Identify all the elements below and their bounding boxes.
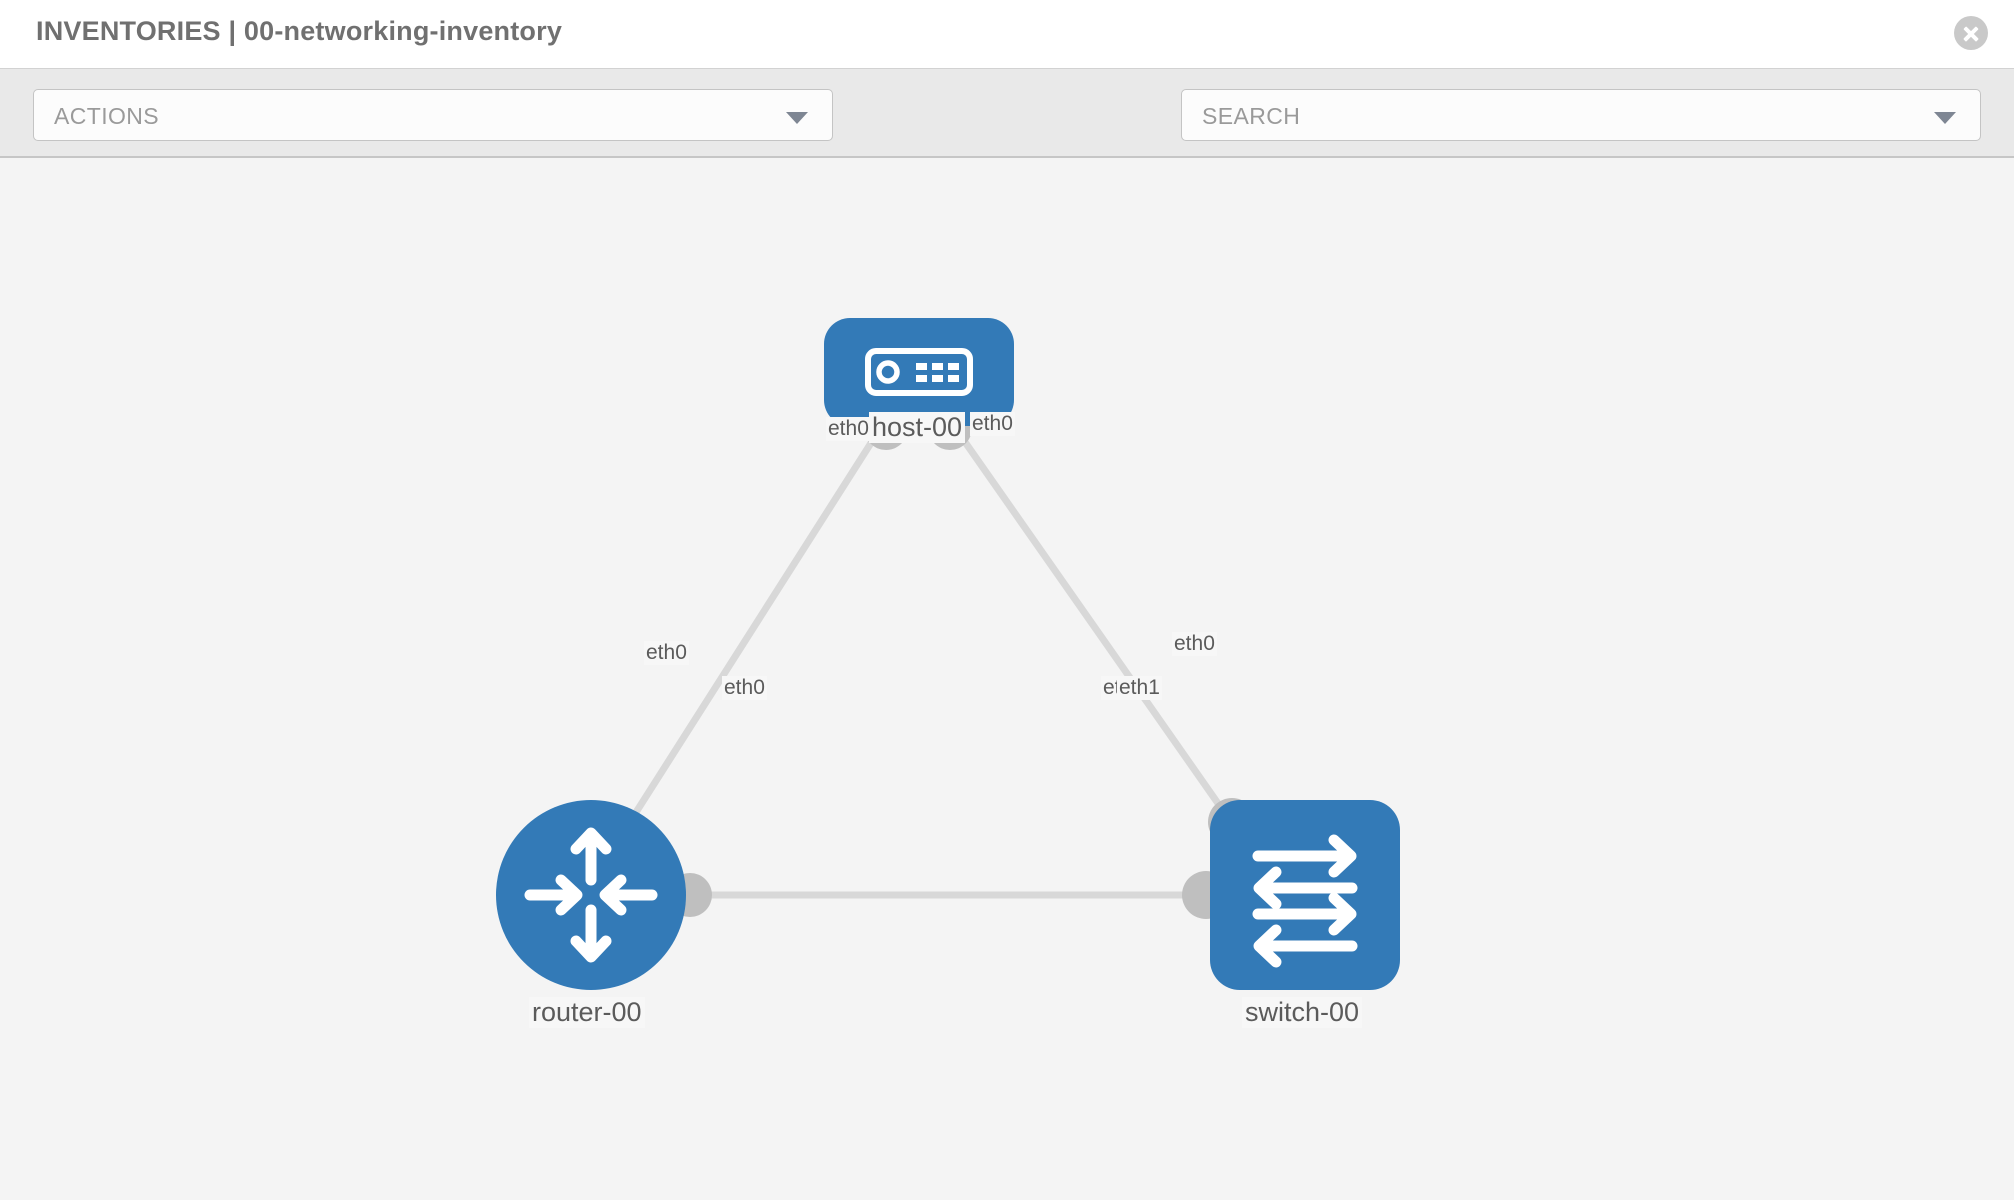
interface-label-switch-to-router-over: eth1 [1117,676,1162,700]
page-header: INVENTORIES | 00-networking-inventory [0,0,2014,68]
search-input[interactable]: SEARCH [1181,89,1981,141]
switch-icon [1252,834,1358,968]
node-router-00[interactable] [496,800,686,990]
topology-edges [609,406,1256,919]
interface-label-switch-uplink: eth0 [1172,632,1217,656]
actions-dropdown-label: ACTIONS [54,103,160,129]
edge-host-router [609,430,881,852]
edge-host-switch [955,429,1241,835]
router-icon [524,827,658,963]
topology-canvas[interactable]: host-00 router-00 switch-00 eth0 eth0 et… [0,160,2014,1200]
search-placeholder: SEARCH [1202,103,1301,129]
page-title: INVENTORIES | 00-networking-inventory [36,16,563,46]
chevron-down-icon [786,112,808,124]
interface-label-host-right: eth0 [970,412,1015,436]
chevron-down-icon[interactable] [1934,112,1956,124]
interface-label-host-left: eth0 [826,417,871,441]
node-label-router: router-00 [529,997,645,1028]
node-label-switch: switch-00 [1242,997,1363,1028]
interface-label-router-uplink: eth0 [644,641,689,665]
interface-label-router-to-switch: eth0 [722,676,767,700]
close-icon[interactable] [1954,16,1988,50]
node-switch-00[interactable] [1210,800,1400,990]
toolbar: ACTIONS SEARCH [0,68,2014,196]
node-host-00[interactable] [824,318,1014,426]
server-icon [865,348,973,396]
actions-dropdown[interactable]: ACTIONS [33,89,833,141]
node-label-host: host-00 [869,412,966,443]
